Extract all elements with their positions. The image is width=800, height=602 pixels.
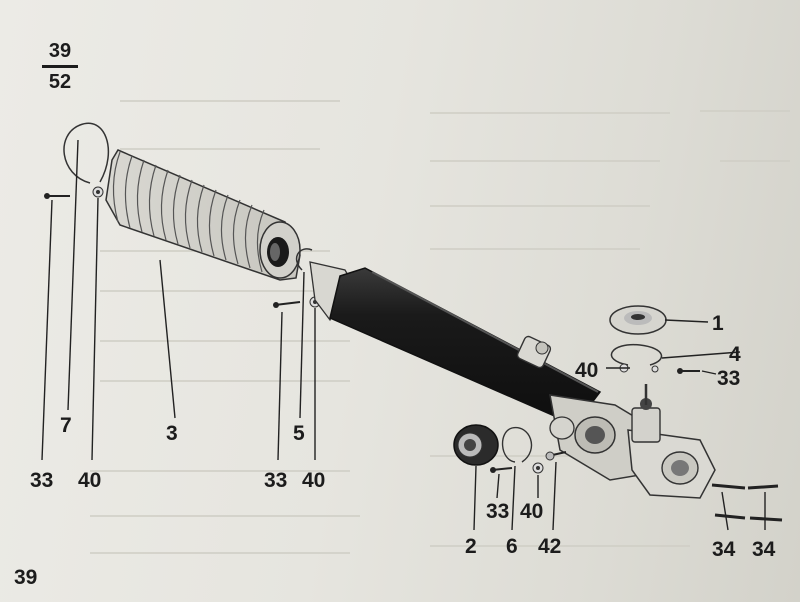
callout-1: 1 bbox=[712, 312, 724, 335]
callout-40-right: 40 bbox=[575, 359, 598, 382]
callout-34-left: 34 bbox=[712, 538, 736, 561]
callout-40-left: 40 bbox=[78, 469, 101, 492]
dust-cap bbox=[453, 424, 499, 466]
callout-33-right: 33 bbox=[717, 367, 740, 390]
callout-42: 42 bbox=[538, 535, 561, 558]
callout-33-left: 33 bbox=[30, 469, 53, 492]
rubber-boot bbox=[105, 149, 301, 281]
clamp-strap-right bbox=[610, 343, 700, 374]
callout-5: 5 bbox=[293, 422, 305, 445]
callout-labels: 1 4 40 33 7 3 5 33 40 33 40 33 40 2 6 42… bbox=[30, 312, 776, 561]
callout-7: 7 bbox=[60, 414, 72, 437]
bearing-cover bbox=[609, 305, 667, 335]
callout-2: 2 bbox=[465, 535, 477, 558]
studs bbox=[711, 483, 783, 522]
fraction-bar bbox=[42, 65, 78, 68]
clamp-strap-middle bbox=[273, 248, 321, 308]
pinion-housing bbox=[549, 384, 716, 499]
fraction-numerator: 39 bbox=[48, 40, 72, 62]
page-number: 39 bbox=[14, 566, 38, 589]
callout-40-middle: 40 bbox=[302, 469, 325, 492]
figure-fraction: 39 52 bbox=[40, 40, 80, 93]
callout-40-lower: 40 bbox=[520, 500, 543, 523]
fraction-denominator: 52 bbox=[48, 71, 72, 93]
clamp-strap-small bbox=[490, 427, 567, 474]
callout-33-middle: 33 bbox=[264, 469, 287, 492]
callout-3: 3 bbox=[166, 422, 178, 445]
leader-lines bbox=[41, 139, 766, 531]
callout-4: 4 bbox=[729, 343, 741, 366]
callout-33-lower: 33 bbox=[486, 500, 509, 523]
callout-6: 6 bbox=[506, 535, 518, 558]
callout-34-right: 34 bbox=[752, 538, 776, 561]
clamp-strap-left bbox=[44, 122, 110, 199]
